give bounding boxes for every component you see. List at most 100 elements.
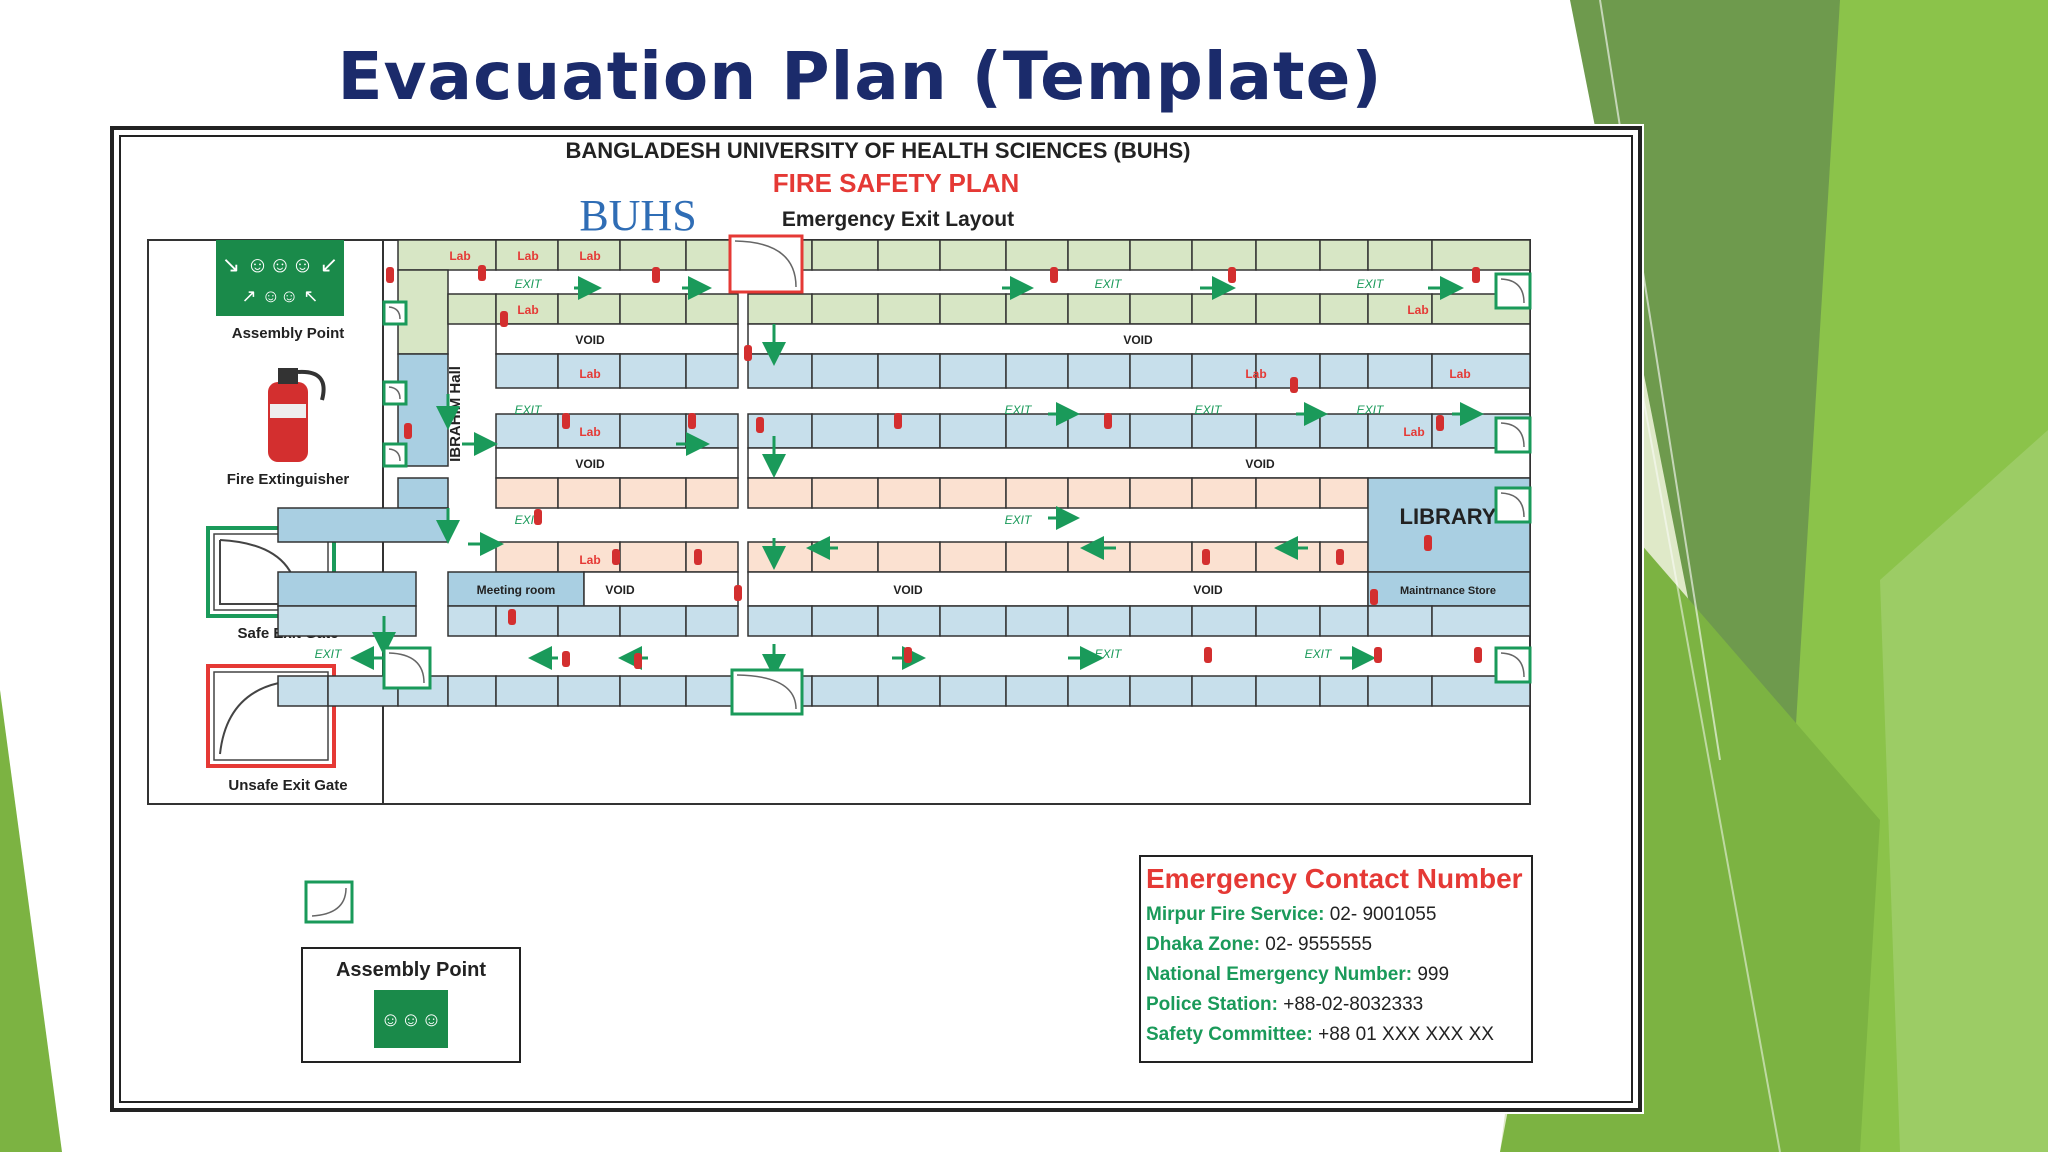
void-label: VOID (1193, 583, 1223, 597)
contact-title: Emergency Contact Number (1146, 863, 1523, 894)
room-cell (811, 477, 879, 509)
void-label: VOID (575, 457, 605, 471)
lab-label: Lab (449, 249, 470, 263)
legend-extinguisher-label: Fire Extinguisher (227, 471, 350, 488)
room-cell (1005, 477, 1069, 509)
room-cell (277, 675, 329, 707)
room-grid (277, 239, 1531, 707)
exit-gate (382, 300, 408, 326)
library-label: LIBRARY (1400, 504, 1497, 529)
void-cell (747, 323, 1531, 355)
room-cell (1319, 293, 1369, 325)
plan-frame (110, 126, 1642, 1112)
exit-gate-swing (388, 306, 401, 320)
svg-text:↘ ☺☺☺ ↙: ↘ ☺☺☺ ↙ (222, 252, 338, 277)
room-cell (877, 353, 941, 389)
extinguisher-marker (612, 549, 620, 565)
extinguisher-marker (1474, 647, 1482, 663)
room-cell (277, 605, 417, 637)
exit-gate-swing (1500, 652, 1525, 678)
legend-assembly-label: Assembly Point (232, 325, 345, 342)
room-cell (1129, 353, 1193, 389)
assembly-point-box: Assembly Point ☺☺☺ (301, 947, 521, 1063)
room-cell (1005, 239, 1069, 271)
room-cell (811, 293, 879, 325)
room-cell (1255, 605, 1321, 637)
room-cell (397, 477, 449, 509)
room-cell (1067, 477, 1131, 509)
fire-extinguisher-icon (268, 368, 326, 462)
room-cell (1067, 413, 1131, 449)
buhs-logo: BUHS (579, 191, 696, 240)
exit-gate (382, 442, 408, 468)
ibrahim-hall-label: IBRAHIM Hall (447, 366, 464, 462)
exit-gate-swing (736, 674, 797, 710)
left-green-shape (0, 690, 62, 1152)
exit-label: EXIT (515, 277, 543, 291)
contact-label: National Emergency Number: (1146, 964, 1412, 985)
room-cell (877, 239, 941, 271)
room-cell (1191, 353, 1257, 389)
room-cell (1005, 675, 1069, 707)
room-cell (557, 477, 621, 509)
exit-gate (382, 646, 432, 690)
room-cell (1129, 605, 1193, 637)
exit-gate-swing (1500, 422, 1525, 448)
extinguisher-marker (500, 311, 508, 327)
assembly-box-title: Assembly Point (336, 959, 486, 981)
extinguisher-marker (386, 267, 394, 283)
maintenance-room (1367, 571, 1531, 607)
room-cell (277, 507, 449, 543)
contact-value: +88-02-8032333 (1278, 994, 1423, 1015)
assembly-box-icon (374, 990, 448, 1048)
extinguisher-marker (1204, 647, 1212, 663)
room-cell (939, 293, 1007, 325)
room-cell (747, 353, 813, 389)
room-cell (877, 477, 941, 509)
room-cell (619, 605, 687, 637)
room-cell (619, 541, 687, 573)
exit-gate-swing (388, 386, 401, 400)
contact-label: Safety Committee: (1146, 1024, 1313, 1045)
lab-label: Lab (1407, 303, 1428, 317)
lab-label: Lab (517, 303, 538, 317)
extinguisher-marker (1104, 413, 1112, 429)
room-cell (1255, 353, 1321, 389)
room-cell (557, 541, 621, 573)
room-cell (685, 353, 739, 389)
room-cell (1255, 239, 1321, 271)
room-cell (1191, 541, 1257, 573)
room-cell (811, 675, 879, 707)
room-cell (619, 675, 687, 707)
room-cell (1067, 293, 1131, 325)
room-cell (1191, 605, 1257, 637)
lab-label: Lab (517, 249, 538, 263)
contact-line: National Emergency Number: 999 (1146, 964, 1449, 985)
void-label: VOID (575, 333, 605, 347)
legend-fire-extinguisher: Fire Extinguisher (227, 368, 350, 488)
contact-value: 02- 9001055 (1324, 904, 1436, 925)
legend-assembly-point: ↘ ☺☺☺ ↙ ↗ ☺☺ ↖ Assembly Point (216, 240, 344, 342)
room-cell (495, 239, 559, 271)
meeting-room-label: Meeting room (477, 583, 556, 597)
extinguisher-marker (652, 267, 660, 283)
exit-label: EXIT (1357, 403, 1385, 417)
contact-line: Dhaka Zone: 02- 9555555 (1146, 934, 1372, 955)
exit-gate-swing (388, 448, 401, 462)
extinguisher-marker (1436, 415, 1444, 431)
exit-gate-swing (1500, 492, 1525, 518)
room-cell (811, 413, 879, 449)
room-cell (685, 541, 739, 573)
void-cell (495, 447, 739, 479)
exit-gate-swing (734, 240, 797, 288)
extinguisher-marker (1290, 377, 1298, 393)
room-cell (1067, 675, 1131, 707)
evacuation-plan: BANGLADESH UNIVERSITY OF HEALTH SCIENCES… (108, 124, 1644, 1114)
contact-label: Dhaka Zone: (1146, 934, 1260, 955)
exit-label: EXIT (1305, 647, 1333, 661)
extinguisher-marker (562, 651, 570, 667)
assembly-point-icon (216, 240, 344, 316)
room-cell (685, 605, 739, 637)
room-cell (811, 239, 879, 271)
contact-value: 02- 9555555 (1260, 934, 1372, 955)
